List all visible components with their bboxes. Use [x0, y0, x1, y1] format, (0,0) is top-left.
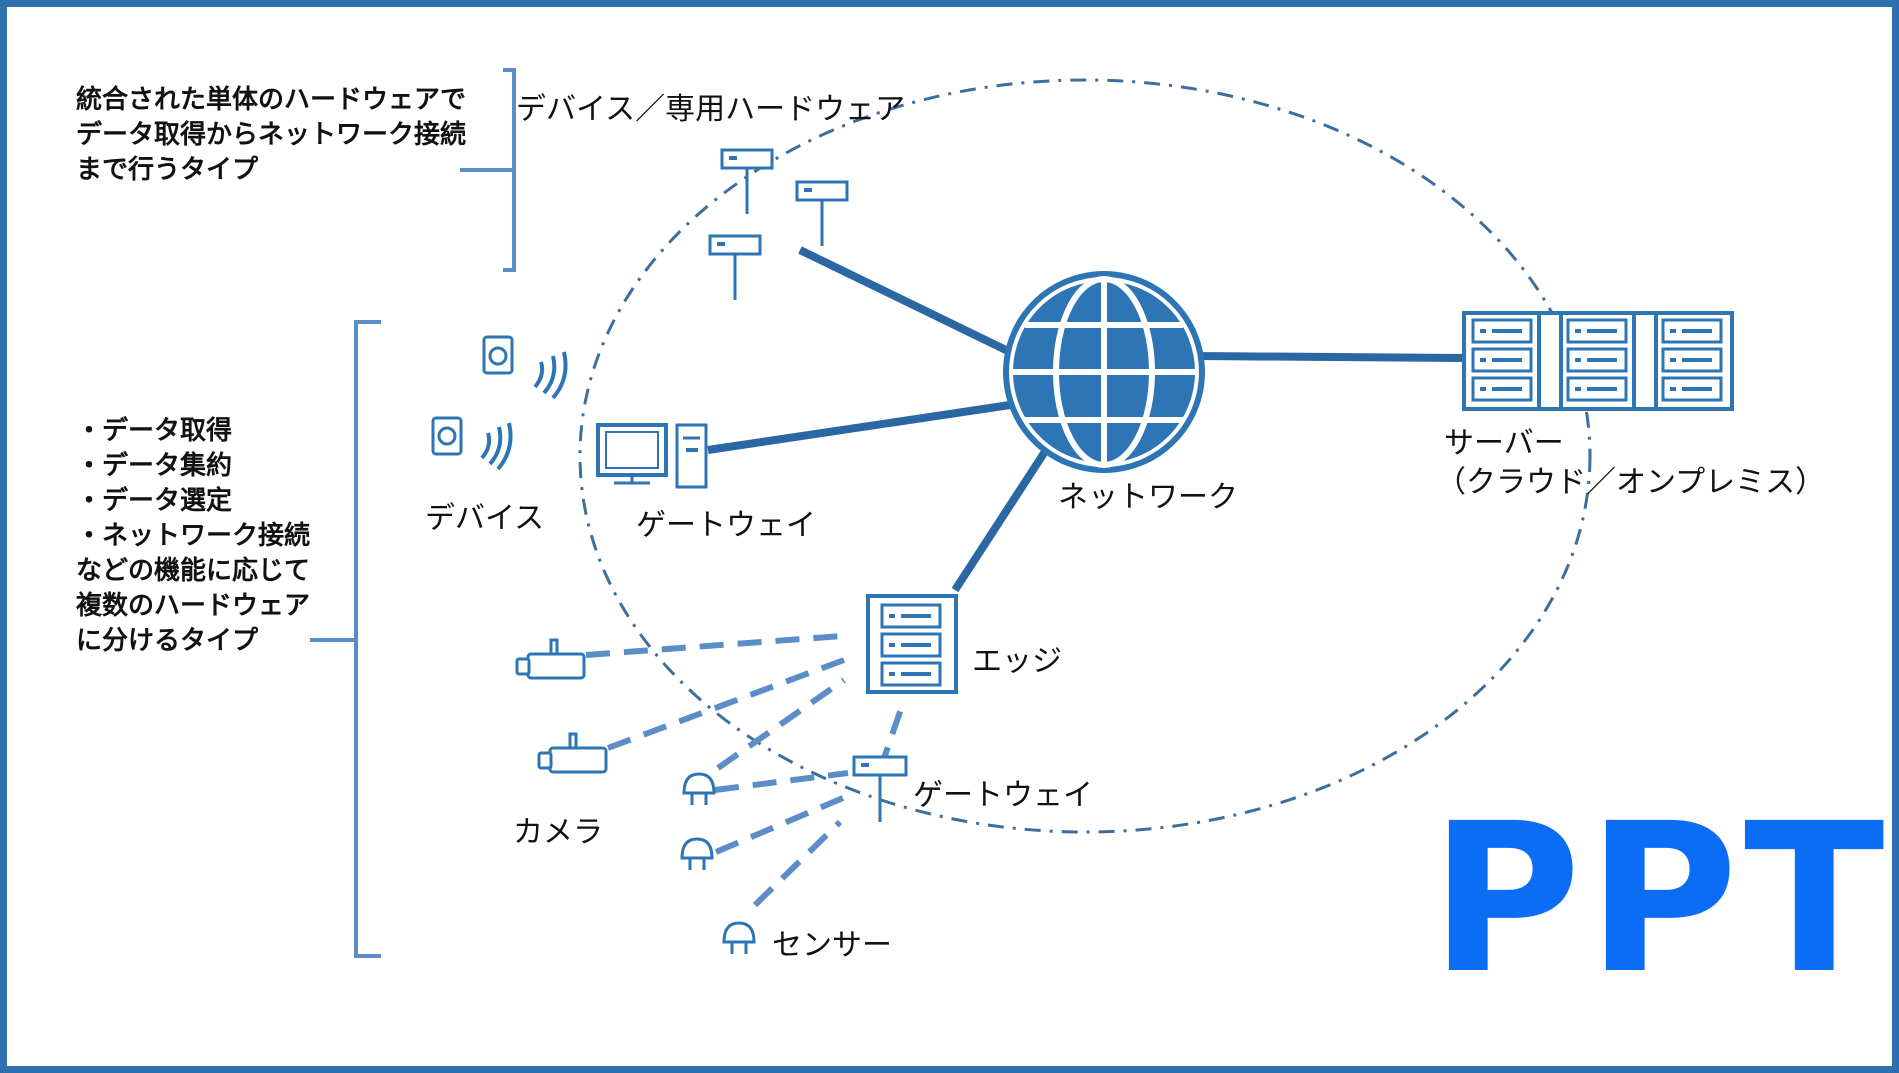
edge-server-icon — [866, 594, 958, 694]
note-top-line-2: データ取得からネットワーク接続 — [76, 120, 467, 150]
bracket-bottom — [310, 320, 381, 958]
solid-links — [707, 246, 1463, 593]
label-devices: デバイス — [425, 501, 545, 536]
label-camera: カメラ — [513, 815, 603, 850]
security-camera-icon — [515, 638, 608, 774]
system-boundary — [578, 78, 1592, 834]
label-network: ネットワーク — [1058, 480, 1238, 515]
note-integrated-type: 統合された単体のハードウェアで データ取得からネットワーク接続 まで行うタイプ — [76, 83, 466, 188]
link-sensor1-edge — [716, 677, 846, 771]
desktop-computer-icon — [596, 423, 708, 489]
plug-sensor-icon — [680, 772, 756, 954]
link-dedicated-network — [798, 246, 1012, 356]
label-server: サーバー — [1444, 426, 1564, 461]
note-bottom-line-6: 複数のハードウェア — [76, 591, 311, 621]
note-bottom-line-1: ・データ取得 — [76, 416, 233, 446]
label-gateway-small: ゲートウェイ — [913, 778, 1093, 813]
link-camera2-edge — [606, 657, 846, 751]
note-separated-type: ・データ取得 ・データ集約 ・データ選定 ・ネットワーク接続 などの機能に応じて… — [76, 414, 310, 659]
link-network-server — [1194, 352, 1463, 362]
link-network-edge — [951, 447, 1050, 593]
gateway-box-icon — [852, 755, 908, 822]
note-bottom-line-3: ・データ選定 — [76, 486, 233, 516]
link-sensor2-gateway — [714, 792, 852, 855]
label-gateway-pc: ゲートウェイ — [636, 508, 816, 543]
bracket-top — [460, 68, 516, 272]
globe-icon — [1003, 271, 1205, 473]
watermark-text: PPT — [1430, 779, 1891, 1019]
note-bottom-line-5: などの機能に応じて — [76, 556, 311, 586]
note-bottom-line-7: に分けるタイプ — [76, 626, 259, 656]
dedicated-hardware-icon — [708, 148, 849, 300]
label-dedicated-hardware: デバイス／専用ハードウェア — [516, 92, 906, 127]
note-top-line-3: まで行うタイプ — [76, 155, 259, 185]
link-gateway-network — [707, 401, 1011, 454]
link-camera1-edge — [585, 633, 843, 658]
link-sensor1-gateway — [714, 770, 849, 793]
wireless-device-icon — [431, 335, 568, 471]
label-server-type: （クラウド／オンプレミス） — [1436, 465, 1826, 500]
link-sensor3-gateway — [752, 819, 843, 908]
label-edge: エッジ — [972, 644, 1062, 679]
note-top-line-1: 統合された単体のハードウェアで — [76, 85, 467, 115]
note-bottom-line-2: ・データ集約 — [76, 451, 233, 481]
server-rack-icon — [1462, 311, 1734, 411]
note-bottom-line-4: ・ネットワーク接続 — [76, 521, 311, 551]
label-sensor: センサー — [772, 928, 892, 963]
